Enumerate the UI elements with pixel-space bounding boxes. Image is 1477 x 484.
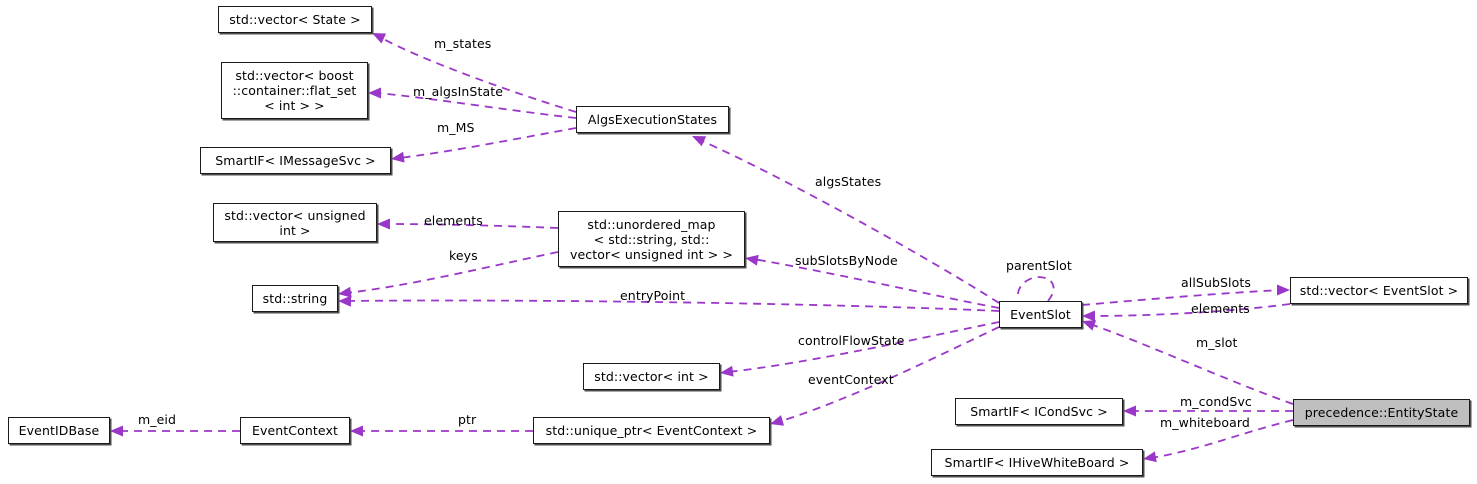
edge-label-e_eventContext: eventContext [808,372,894,387]
edge-label-e_m_eid: m_eid [138,412,177,427]
node-smartif_icond[interactable]: SmartIF< ICondSvc > [955,398,1123,425]
edge-label-e_ptr: ptr [458,412,477,427]
edge-e_elements_slot [1089,303,1291,317]
edge-label-e_algsStates: algsStates [815,174,882,189]
arrowhead-e_ptr [350,425,363,437]
arrowhead-e_m_MS [391,151,405,163]
arrowhead-e_allSubSlots [1277,284,1290,296]
edge-label-e_m_whiteboard: m_whiteboard [1160,415,1250,430]
edge-label-e_m_MS: m_MS [437,120,475,135]
edge-e_parentSlot [1016,276,1055,302]
arrowhead-e_elements_slot [1082,310,1095,322]
edge-label-e_m_states: m_states [434,36,492,51]
arrowhead-e_subSlotsByNode [745,254,759,266]
node-vector_flatset[interactable]: std::vector< boost ::container::flat_set… [221,62,368,119]
arrowhead-e_m_condSvc [1123,405,1136,417]
edge-label-e_subSlotsByNode: subSlotsByNode [795,253,898,268]
edge-label-e_allSubSlots: allSubSlots [1181,275,1251,290]
node-unordered_map[interactable]: std::unordered_map < std::string, std:: … [558,211,745,267]
arrowhead-e_m_slot [1082,320,1097,331]
arrowhead-e_keys [338,286,352,298]
node-vector_uint[interactable]: std::vector< unsigned int > [213,203,377,242]
node-unique_ptr_ctx[interactable]: std::unique_ptr< EventContext > [533,417,770,444]
node-event_slot[interactable]: EventSlot [999,301,1082,328]
arrowhead-e_elements_uint [377,218,390,230]
edge-label-e_elements_slot: elements [1191,301,1250,316]
arrowhead-e_m_states [372,33,387,44]
node-vector_eventslot[interactable]: std::vector< EventSlot > [1290,277,1468,304]
edge-label-e_elements_uint: elements [424,213,483,228]
edge-label-e_m_condSvc: m_condSvc [1180,394,1252,409]
node-entity_state[interactable]: precedence::EntityState [1293,399,1470,426]
arrowhead-e_entryPoint [338,295,352,307]
edge-e_m_MS [398,127,577,159]
edge-label-e_m_slot: m_slot [1196,335,1238,350]
node-std_string[interactable]: std::string [252,285,338,312]
edge-e_m_slot [1089,323,1294,405]
node-vector_state[interactable]: std::vector< State > [218,6,372,33]
edge-label-e_controlFlowState: controlFlowState [798,333,905,348]
arrowhead-e_m_eid [110,425,123,437]
edge-e_allSubSlots [1081,289,1283,306]
arrowhead-e_m_algsInState [368,87,381,99]
arrowhead-e_m_whiteboard [1143,451,1157,463]
edge-label-e_m_algsInState: m_algsInState [413,84,504,99]
node-smartif_imsg[interactable]: SmartIF< IMessageSvc > [200,147,391,174]
edge-label-e_entryPoint: entryPoint [620,288,686,303]
arrowhead-e_eventContext [770,415,785,426]
node-vector_int[interactable]: std::vector< int > [583,363,720,390]
edge-label-e_parentSlot: parentSlot [1006,258,1072,273]
arrowhead-e_controlFlowState [720,365,734,377]
node-event_context[interactable]: EventContext [240,417,350,444]
arrowhead-e_algsStates [692,136,707,147]
node-smartif_ihive[interactable]: SmartIF< IHiveWhiteBoard > [931,449,1143,476]
node-algs_exec_states[interactable]: AlgsExecutionStates [576,106,729,133]
node-event_id_base[interactable]: EventIDBase [8,417,110,444]
edge-label-e_keys: keys [449,248,478,263]
